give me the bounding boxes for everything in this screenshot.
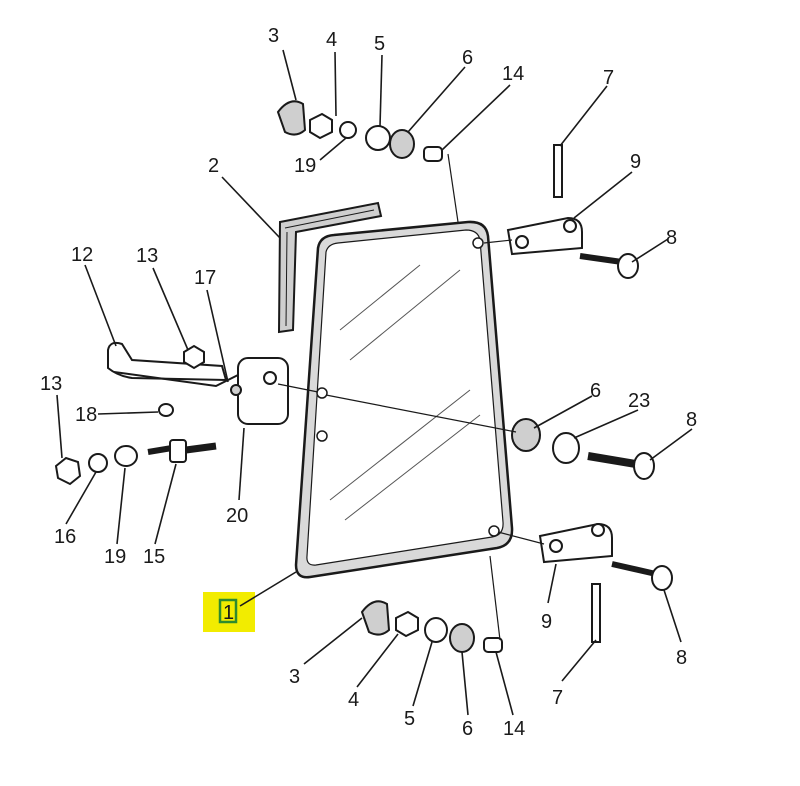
callout-18: 18 <box>75 404 97 426</box>
assembly-lines <box>277 153 545 641</box>
callout-7-top: 7 <box>603 67 614 89</box>
callout-6-mid: 6 <box>590 380 601 402</box>
callout-3-top: 3 <box>268 25 279 47</box>
callout-8-bottom: 8 <box>676 647 687 669</box>
callout-20: 20 <box>226 505 248 527</box>
callout-4-bottom: 4 <box>348 689 359 711</box>
callout-9-top: 9 <box>630 151 641 173</box>
callout-3-bottom: 3 <box>289 666 300 688</box>
callout-6-bottom: 6 <box>462 718 473 740</box>
callout-14-bottom: 14 <box>503 718 525 740</box>
callout-8-top: 8 <box>666 227 677 249</box>
bottom-hardware <box>360 600 503 653</box>
top-hinge <box>506 144 639 279</box>
callout-2: 2 <box>208 155 219 177</box>
callout-5-bottom: 5 <box>404 708 415 730</box>
callout-12: 12 <box>71 244 93 266</box>
callout-14-top: 14 <box>502 63 524 85</box>
highlight-part-1 <box>203 592 255 632</box>
glass-panel <box>294 220 514 579</box>
callout-19-top: 19 <box>294 155 316 177</box>
callout-9-bottom: 9 <box>541 611 552 633</box>
callout-4-top: 4 <box>326 29 337 51</box>
callout-15: 15 <box>143 546 165 568</box>
callout-5-top: 5 <box>374 33 385 55</box>
seal-strip <box>277 201 383 334</box>
latch-assembly <box>54 341 289 486</box>
callout-23: 23 <box>628 390 650 412</box>
callout-16: 16 <box>54 526 76 548</box>
callout-1: 1 <box>223 602 234 624</box>
bottom-hinge <box>538 522 673 643</box>
highlight-part-1-border <box>218 598 238 624</box>
top-hardware <box>276 100 443 162</box>
callout-13-lower: 13 <box>40 373 62 395</box>
callout-17: 17 <box>194 267 216 289</box>
right-fasteners <box>511 418 655 480</box>
callout-8-mid: 8 <box>686 409 697 431</box>
callout-19-lower: 19 <box>104 546 126 568</box>
leader-lines <box>56 49 693 716</box>
callout-13-upper: 13 <box>136 245 158 267</box>
callout-7-bottom: 7 <box>552 687 563 709</box>
callout-6-top: 6 <box>462 47 473 69</box>
callout-labels: 3 4 5 6 14 7 19 9 2 8 12 13 17 13 18 6 2… <box>40 25 697 740</box>
